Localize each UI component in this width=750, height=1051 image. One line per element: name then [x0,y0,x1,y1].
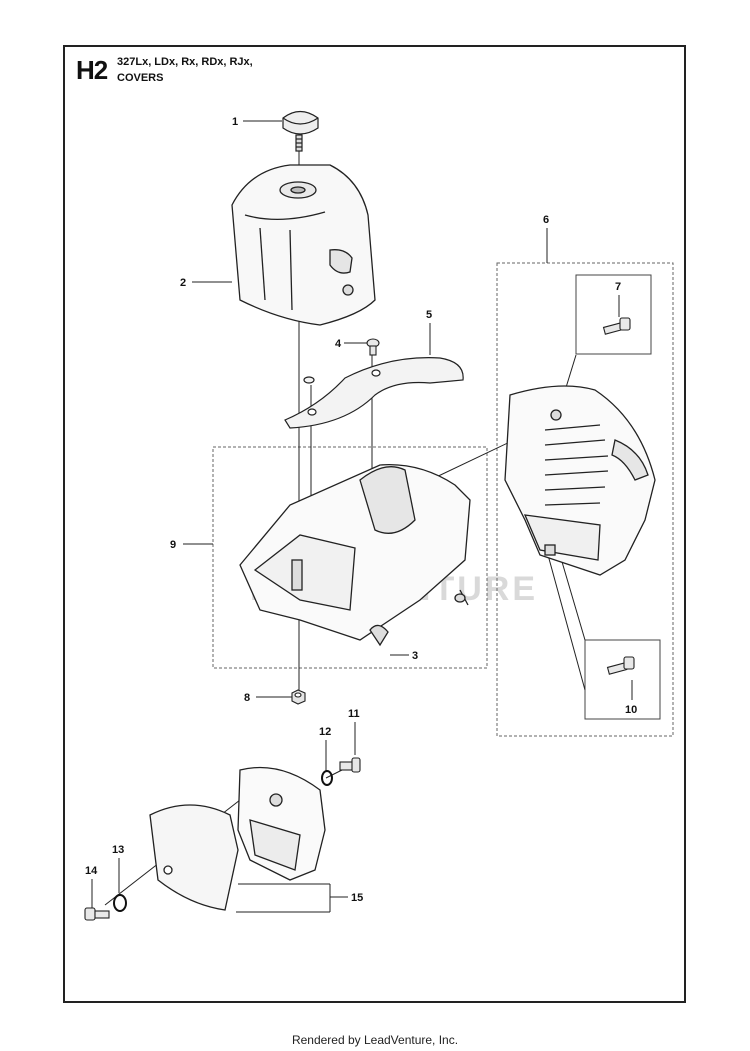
detail-box-7 [575,274,652,355]
diagram-frame [63,45,686,1003]
assembly-box-6 [496,262,674,737]
leader-lines [91,120,633,913]
part-2-top-cover [231,164,376,326]
callout-11: 11 [348,708,360,720]
section-code: H2 [76,55,108,85]
part-14-screw [84,907,110,921]
part-5-bracket [284,357,464,429]
part-10-screw [606,656,635,675]
callout-2: 2 [180,277,186,289]
callout-7: 7 [615,281,621,293]
part-15-lower-covers [149,766,326,911]
callout-3: 3 [412,650,418,662]
part-7-screw [602,317,631,335]
part-4-screw [366,338,380,356]
callout-4: 4 [335,338,342,350]
part-13-o-ring [113,894,127,912]
callout-10: 10 [625,704,637,716]
assembly-box-9 [212,446,488,669]
model-list: 327Lx, LDx, Rx, RDx, RJx, [117,56,253,68]
callout-5: 5 [426,309,432,321]
callout-1: 1 [232,116,238,128]
callout-8: 8 [244,692,250,704]
callout-12: 12 [319,726,331,738]
callout-13: 13 [112,844,124,856]
part-6-shroud [504,385,656,576]
part-9-housing [239,464,471,647]
detail-box-10 [584,639,661,720]
part-11-screw [339,757,361,773]
part-8-nut [291,689,306,705]
section-title: COVERS [117,72,164,84]
footer-credit: Rendered by LeadVenture, Inc. [291,1033,459,1047]
callout-15: 15 [351,892,363,904]
part-1-knob [282,110,319,152]
callout-14: 14 [85,865,98,877]
callout-6: 6 [543,214,549,226]
part-12-o-ring [321,770,333,786]
callout-9: 9 [170,539,176,551]
